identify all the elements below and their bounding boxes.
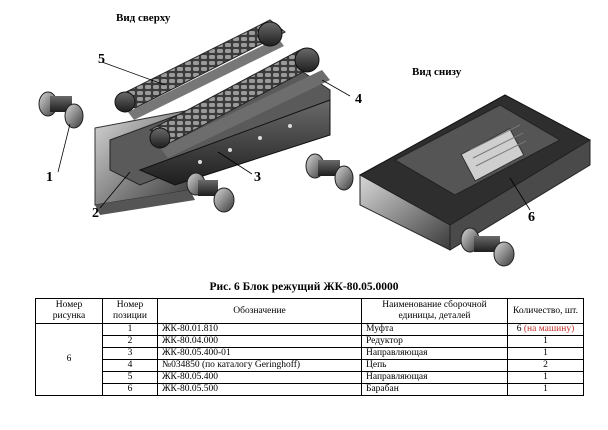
callout-5: 5 [98,52,105,67]
designation-cell: ЖК-80.05.500 [157,383,362,396]
qty-cell: 2 [507,359,584,372]
pos-cell: 4 [102,359,158,372]
header-qty: Количество, шт. [507,298,584,324]
name-cell: Барабан [361,383,508,396]
qty-cell: 1 [507,335,584,348]
designation-cell: №034850 (по каталогу Geringhoff) [157,359,362,372]
pos-cell: 2 [102,335,158,348]
header-designation: Обозначение [157,298,362,324]
table-row: 6 1 ЖК-80.01.810 Муфта 6 (на машину) [35,323,584,396]
table-row: 5 ЖК-80.05.400 Направляющая 1 [36,371,584,384]
designation-cell: ЖК-80.01.810 [157,323,362,336]
table-row: 6 ЖК-80.05.500 Барабан 1 [36,383,584,396]
name-cell: Направляющая [361,371,508,384]
header-name: Наименование сборочной единицы, деталей [361,298,508,324]
qty-cell: 6 (на машину) [507,323,584,336]
top-view-assembly [38,19,351,215]
table-header-row: Номер рисунка Номер позиции Обозначение … [35,298,584,324]
coupling-bottom-view-left [305,153,354,191]
pos-cell: 3 [102,347,158,360]
coupling-bottom [186,172,235,213]
parts-table: Номер рисунка Номер позиции Обозначение … [35,298,584,396]
header-pos-no: Номер позиции [102,298,158,324]
table-row: 2 ЖК-80.04.000 Редуктор 1 [36,335,584,348]
pos-cell: 5 [102,371,158,384]
table-row: 4 №034850 (по каталогу Geringhoff) Цепь … [36,359,584,372]
qty-cell: 1 [507,383,584,396]
figure-number-cell: 6 [35,323,103,396]
pos-cell: 1 [102,323,158,336]
name-cell: Муфта [361,323,508,336]
designation-cell: ЖК-80.05.400 [157,371,362,384]
qty-value: 6 [516,324,522,334]
callout-4: 4 [355,92,362,107]
header-fig-no: Номер рисунка [35,298,103,324]
view-label-top: Вид сверху [116,12,171,24]
table-row: 3 ЖК-80.05.400-01 Направляющая 1 [36,347,584,360]
callout-6: 6 [528,210,535,225]
designation-cell: ЖК-80.05.400-01 [157,347,362,360]
callout-1: 1 [46,170,53,185]
designation-cell: ЖК-80.04.000 [157,335,362,348]
coupling-bottom-view-right [460,227,515,267]
qty-cell: 1 [507,371,584,384]
coupling-left [38,91,84,129]
view-label-bottom: Вид снизу [412,66,462,78]
name-cell: Редуктор [361,335,508,348]
name-cell: Направляющая [361,347,508,360]
callout-3: 3 [254,170,261,185]
qty-note: (на машину) [523,324,575,334]
callout-2: 2 [92,206,99,221]
bottom-view-assembly [305,94,592,267]
cutting-block-illustrations [38,19,592,267]
figure-caption: Рис. 6 Блок режущий ЖК-80.05.0000 [209,281,399,293]
pos-cell: 6 [102,383,158,396]
name-cell: Цепь [361,359,508,372]
qty-cell: 1 [507,347,584,360]
